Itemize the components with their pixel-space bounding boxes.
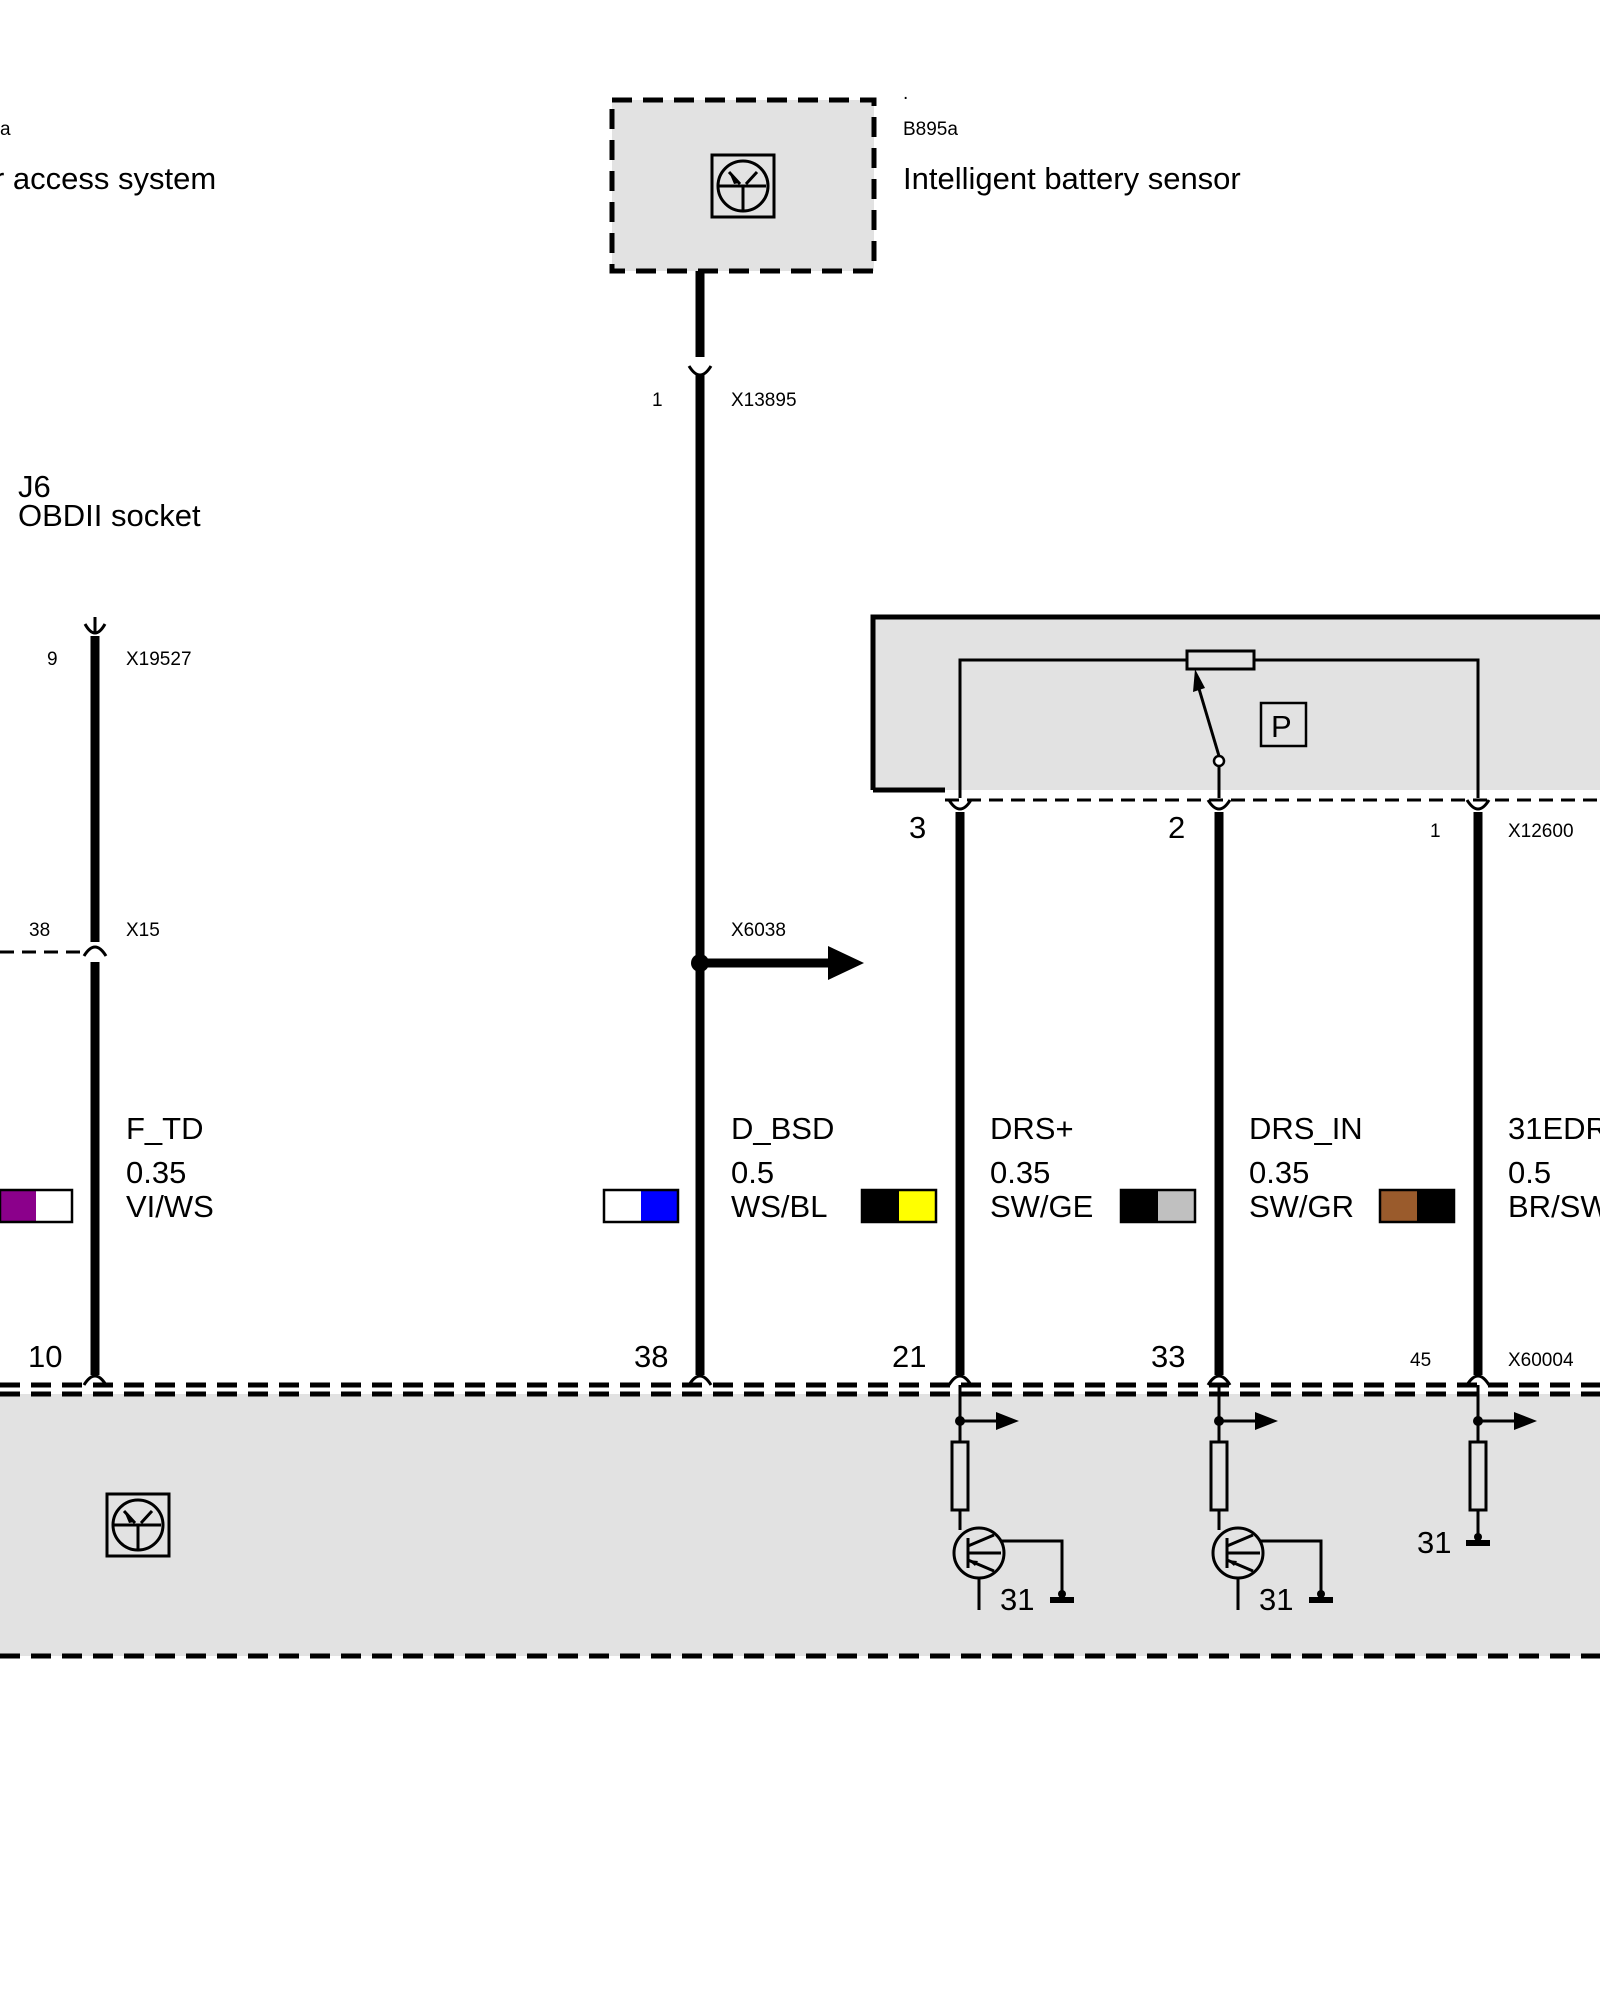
obd-socket-id: J6 xyxy=(18,469,51,504)
connector-x12600-pin2-symbol xyxy=(1206,799,1232,811)
connector-x60004-pin-drs-symbol xyxy=(947,1374,973,1386)
wire-drs-in-color-swatch-b xyxy=(1158,1190,1195,1222)
control-unit-connector: X60004 xyxy=(1508,1350,1574,1371)
wire-d-bsd-lower-pin: 38 xyxy=(634,1339,668,1374)
pressure-sensor-letter: P xyxy=(1271,709,1292,744)
car-access-name: r access system xyxy=(0,161,216,196)
branch-x6038-arrow-icon xyxy=(828,946,864,980)
battery-sensor-pin: 1 xyxy=(652,390,663,411)
wire-drs-gauge: 0.35 xyxy=(990,1155,1050,1190)
ecu-circuit-drs-in: 31 xyxy=(1209,1385,1333,1617)
battery-sensor-dot: . xyxy=(903,83,908,104)
splice-x15-symbol xyxy=(82,945,108,957)
wire-f-td-gauge: 0.35 xyxy=(126,1155,186,1190)
wire-drs-in-color-code: SW/GR xyxy=(1249,1189,1354,1224)
battery-sensor-id: B895a xyxy=(903,119,958,140)
car-access-id: a xyxy=(0,119,11,140)
wire-31edr-gauge: 0.5 xyxy=(1508,1155,1551,1190)
battery-sensor-connector: X13895 xyxy=(731,390,797,411)
obd-socket-connector: X19527 xyxy=(126,649,192,670)
wire-31edr-lower-pin: 45 xyxy=(1410,1350,1431,1371)
wire-d-bsd-color-swatch-frame xyxy=(602,1188,680,1224)
wire-d-bsd-gauge: 0.5 xyxy=(731,1155,774,1190)
wire-31edr-color-code: BR/SW xyxy=(1508,1189,1600,1224)
obd-socket-name: OBDII socket xyxy=(18,498,201,533)
connector-x60004-pin-d-bsd-symbol xyxy=(687,1374,713,1386)
connector-x60004-pin-f-td-symbol xyxy=(82,1374,108,1386)
wire-f-td-color-swatch-frame xyxy=(0,1188,74,1224)
wire-drs-in-gauge: 0.35 xyxy=(1249,1155,1309,1190)
wire-drs-in-color-swatch-a xyxy=(1121,1190,1158,1222)
wire-f-td-color-swatch-b xyxy=(36,1190,72,1222)
wire-drs-in-signal: DRS_IN xyxy=(1249,1111,1363,1146)
wire-drs-color-swatch-b xyxy=(899,1190,936,1222)
wire-drs-upper-pin: 3 xyxy=(909,810,926,845)
wire-31edr-color-swatch-a xyxy=(1380,1190,1417,1222)
wire-31edr-upper-pin: 1 xyxy=(1430,821,1441,842)
wire-f-td-color-swatch-a xyxy=(0,1190,36,1222)
ecu-circuit-31edr-ground-label: 31 xyxy=(1417,1525,1451,1560)
wire-31edr-color-swatch-b xyxy=(1417,1190,1454,1222)
ecu-circuit-31edr-arrow-icon xyxy=(1514,1412,1537,1430)
wire-d-bsd-color-swatch-b xyxy=(641,1190,678,1222)
wire-d-bsd-color-code: WS/BL xyxy=(731,1189,827,1224)
connector-x12600-pin3-symbol xyxy=(947,799,973,811)
connector-x60004-pin-31edr-symbol xyxy=(1465,1374,1491,1386)
wire-drs-in-lower-pin: 33 xyxy=(1151,1339,1185,1374)
drs-wire-group xyxy=(955,812,1483,1375)
wire-d-bsd-signal: D_BSD xyxy=(731,1111,834,1146)
wire-drs-color-swatch-a xyxy=(862,1190,899,1222)
wire-f-td-lower-pin: 10 xyxy=(28,1339,62,1374)
wire-drs-signal: DRS+ xyxy=(990,1111,1074,1146)
splice-x15-pin: 38 xyxy=(29,920,50,941)
wire-31edr-color-swatch-frame xyxy=(1378,1188,1456,1224)
wire-drs-color-code: SW/GE xyxy=(990,1189,1093,1224)
connector-x12600-pin1-symbol xyxy=(1465,799,1491,811)
wire-d-bsd-color-swatch-a xyxy=(604,1190,641,1222)
battery-sensor-name: Intelligent battery sensor xyxy=(903,161,1241,196)
connector-x13895-symbol xyxy=(687,365,713,377)
wire-drs-lower-pin: 21 xyxy=(892,1339,926,1374)
potentiometer-icon xyxy=(958,649,1480,798)
obd-socket-pin: 9 xyxy=(47,649,58,670)
ecu-circuit-31edr: 31 xyxy=(1417,1385,1537,1560)
splice-x15-id: X15 xyxy=(126,920,160,941)
branch-x6038-id: X6038 xyxy=(731,920,786,941)
wire-label-group: F_TD0.35VI/WS10D_BSD0.5WS/BL38DRS+0.35SW… xyxy=(0,810,1600,1386)
potentiometer-module-box xyxy=(870,614,1600,793)
wire-f-td-color-code: VI/WS xyxy=(126,1189,214,1224)
connector-x60004-pin-drs-in-symbol xyxy=(1206,1374,1232,1386)
ecu-circuit-drs-in-ground-label: 31 xyxy=(1259,1582,1293,1617)
wire-f-td-signal: F_TD xyxy=(126,1111,204,1146)
ecu-circuit-drs-ground-icon xyxy=(1050,1597,1074,1603)
ecu-circuit-31edr-ground-icon xyxy=(1466,1540,1490,1546)
ecu-circuit-drs-in-ground-icon xyxy=(1309,1597,1333,1603)
ecu-circuit-drs-in-arrow-icon xyxy=(1255,1412,1278,1430)
ecu-circuit-drs: 31 xyxy=(950,1385,1074,1617)
wire-drs-in-upper-pin: 2 xyxy=(1168,810,1185,845)
control-unit-circuits: 31 31 31 xyxy=(950,1385,1537,1617)
wire-31edr-signal: 31EDR xyxy=(1508,1111,1600,1146)
connector-x12600-id: X12600 xyxy=(1508,821,1574,842)
pressure-sensor-icon: P xyxy=(1259,701,1308,748)
ecu-circuit-drs-ground-label: 31 xyxy=(1000,1582,1034,1617)
wire-drs-in-color-swatch-frame xyxy=(1119,1188,1197,1224)
control-unit-box xyxy=(0,1394,1600,1656)
wire-drs-color-swatch-frame xyxy=(860,1188,938,1224)
ecu-circuit-drs-arrow-icon xyxy=(996,1412,1019,1430)
